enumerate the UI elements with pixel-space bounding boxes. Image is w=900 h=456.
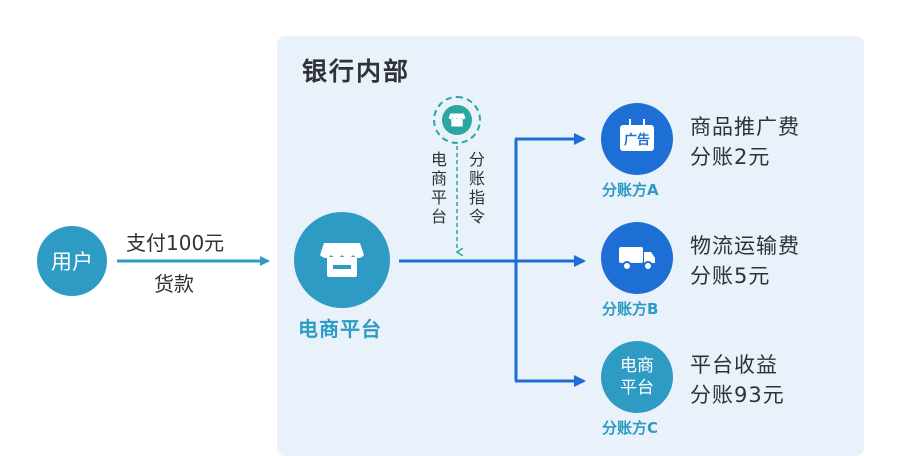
party-c-amount: 分账93元 xyxy=(690,383,785,407)
payment-amount-label: 支付100元 xyxy=(126,231,225,255)
platform-node xyxy=(294,212,390,308)
user-label: 用户 xyxy=(51,250,93,274)
party-c-node: 电商 平台 xyxy=(601,341,673,413)
party-b-description: 物流运输费 分账5元 xyxy=(690,231,800,291)
party-a-amount: 分账2元 xyxy=(690,145,771,169)
party-b-fee: 物流运输费 xyxy=(690,234,800,258)
party-c-label: 分账方C xyxy=(602,419,659,437)
ad-sign-text: 广告 xyxy=(620,125,654,151)
party-b-node xyxy=(601,222,673,294)
party-a-label: 分账方A xyxy=(602,181,659,199)
party-c-icon-line2: 平台 xyxy=(620,378,654,398)
bank-title: 银行内部 xyxy=(302,57,411,86)
instruction-label: 分账指令 xyxy=(468,150,485,226)
party-a-description: 商品推广费 分账2元 xyxy=(690,112,800,172)
store-icon xyxy=(442,105,472,135)
party-b-label: 分账方B xyxy=(602,300,659,318)
truck-icon xyxy=(619,247,655,271)
party-c-icon-line1: 电商 xyxy=(620,356,654,376)
instruction-node xyxy=(433,96,481,144)
platform-label: 电商平台 xyxy=(298,317,382,341)
party-c-description: 平台收益 分账93元 xyxy=(690,350,785,410)
party-a-node: 广告 xyxy=(601,103,673,175)
ad-sign-icon: 广告 xyxy=(617,119,657,159)
party-c-fee: 平台收益 xyxy=(690,353,778,377)
store-icon xyxy=(320,243,364,277)
goods-label: 货款 xyxy=(154,272,194,296)
party-a-fee: 商品推广费 xyxy=(690,115,800,139)
instruction-source-label: 电商平台 xyxy=(430,150,447,226)
user-node: 用户 xyxy=(37,226,107,296)
party-b-amount: 分账5元 xyxy=(690,264,771,288)
flow-lines xyxy=(117,133,586,387)
